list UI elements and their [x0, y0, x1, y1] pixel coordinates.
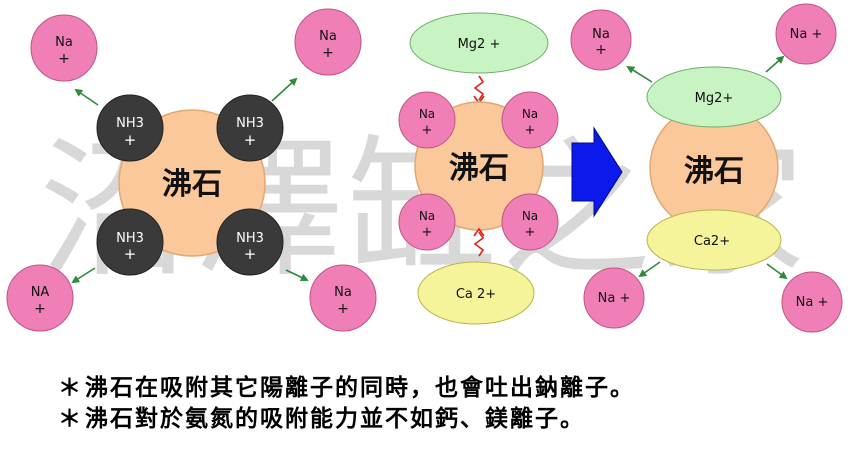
- release-arrow: [766, 263, 788, 280]
- svg-text:+: +: [595, 42, 607, 58]
- release-arrow: [765, 55, 785, 73]
- sodium-ion: Na +: [781, 271, 843, 333]
- svg-text:Na +: Na +: [598, 291, 631, 306]
- magnesium-ion: [409, 12, 549, 74]
- svg-text:+: +: [525, 123, 536, 138]
- ammonium-ion: NH3 +: [216, 94, 284, 162]
- zeolite-label: 沸石: [449, 151, 509, 186]
- svg-text:Na +: Na +: [790, 27, 823, 42]
- svg-text:+: +: [322, 45, 334, 61]
- svg-text:+: +: [422, 225, 433, 240]
- svg-text:Na: Na: [334, 285, 352, 300]
- svg-text:+: +: [525, 225, 536, 240]
- svg-text:NH3: NH3: [236, 231, 264, 246]
- magnesium-label: Mg2+: [695, 91, 734, 106]
- ammonium-ion: NH3 +: [216, 208, 284, 276]
- svg-text:Na: Na: [522, 209, 538, 223]
- magnesium-label: Mg2 +: [458, 37, 501, 52]
- calcium-ion: [417, 261, 535, 325]
- svg-text:Na: Na: [419, 209, 435, 223]
- sodium-ion: Na +: [501, 193, 559, 251]
- ammonium-ion: NH3 +: [96, 208, 164, 276]
- svg-text:+: +: [337, 301, 349, 317]
- release-arrow: [271, 77, 298, 102]
- svg-text:NH3: NH3: [116, 116, 144, 131]
- ammonium-ion: NH3 +: [96, 94, 164, 162]
- sodium-ion: Na +: [570, 9, 632, 71]
- release-arrow: [285, 269, 309, 282]
- svg-text:NA: NA: [31, 285, 50, 300]
- svg-text:Na: Na: [319, 29, 337, 44]
- calcium-ion: [646, 209, 782, 271]
- sodium-ion: Na +: [398, 193, 456, 251]
- sodium-ion: Na +: [309, 264, 377, 332]
- release-arrow: [74, 88, 99, 106]
- panel-exchange-after: 沸石 Mg2+ Ca2+ Na + Na + Na + Na +: [570, 3, 843, 333]
- svg-text:+: +: [124, 245, 137, 263]
- sodium-ion: Na +: [501, 91, 559, 149]
- note-bullet: ＊: [58, 405, 83, 432]
- release-arrow: [71, 267, 96, 284]
- note-line-2: ＊沸石對於氨氮的吸附能力並不如鈣、鎂離子。: [58, 399, 585, 433]
- note-text: 沸石在吸附其它陽離子的同時，也會吐出鈉離子。: [85, 374, 635, 401]
- svg-text:+: +: [124, 131, 137, 149]
- sodium-ion: Na +: [775, 3, 837, 65]
- svg-text:Na: Na: [592, 27, 610, 42]
- svg-text:Na: Na: [419, 107, 435, 121]
- sodium-ion: NA +: [6, 264, 74, 332]
- calcium-label: Ca 2+: [456, 287, 496, 302]
- release-arrow: [638, 261, 661, 278]
- svg-text:+: +: [244, 245, 257, 263]
- note-bullet: ＊: [58, 374, 83, 401]
- sodium-ion: Na +: [294, 8, 362, 76]
- transition-arrow: [571, 126, 623, 218]
- magnesium-ion: [646, 66, 782, 128]
- attraction-zigzag: [473, 75, 485, 101]
- svg-text:Na +: Na +: [796, 295, 829, 310]
- note-text: 沸石對於氨氮的吸附能力並不如鈣、鎂離子。: [85, 405, 585, 432]
- sodium-ion: Na +: [583, 267, 645, 329]
- zeolite-label: 沸石: [162, 167, 222, 202]
- note-line-1: ＊沸石在吸附其它陽離子的同時，也會吐出鈉離子。: [58, 368, 635, 402]
- panel-ammonium-adsorption: 沸石 NH3 + NH3 + NH3 + NH3 + Na +: [6, 8, 377, 332]
- svg-text:Na: Na: [55, 35, 73, 50]
- svg-text:Na: Na: [522, 107, 538, 121]
- zeolite-label: 沸石: [684, 154, 744, 189]
- svg-text:NH3: NH3: [236, 116, 264, 131]
- panel-exchange-before: Mg2 + 沸石 Na + Na + Na + Na + Ca 2+: [398, 12, 559, 325]
- svg-text:+: +: [422, 123, 433, 138]
- svg-text:+: +: [34, 301, 46, 317]
- svg-text:+: +: [244, 131, 257, 149]
- calcium-label: Ca2+: [694, 234, 730, 249]
- svg-text:NH3: NH3: [116, 231, 144, 246]
- release-arrow: [626, 65, 653, 83]
- sodium-ion: Na +: [398, 91, 456, 149]
- svg-text:+: +: [58, 51, 70, 67]
- attraction-zigzag: [473, 231, 485, 257]
- sodium-ion: Na +: [30, 14, 98, 82]
